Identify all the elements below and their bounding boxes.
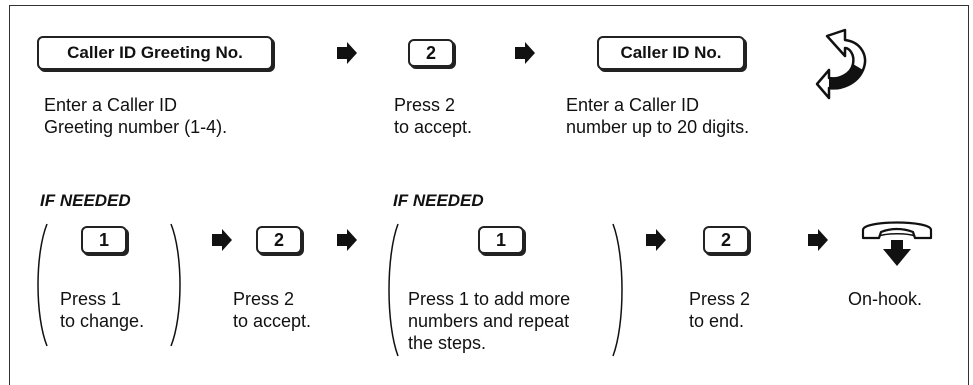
press-1-add-more-description: Press 1 to add more numbers and repeat t…	[408, 289, 571, 353]
on-hook-description: On-hook.	[848, 289, 923, 309]
press-2-key: 2	[703, 226, 749, 254]
on-hook-handset-icon	[861, 221, 933, 266]
press-2-key: 2	[408, 39, 454, 67]
right-parenthesis	[612, 223, 623, 357]
press-2-accept-description: Press 2 to accept.	[394, 95, 473, 137]
right-arrow-icon	[337, 229, 357, 251]
left-parenthesis	[37, 223, 48, 347]
press-1-change-description: Press 1 to change.	[60, 289, 145, 331]
greeting-description: Enter a Caller ID Greeting number (1-4).	[44, 95, 228, 137]
if-needed-label: IF NEEDED	[393, 191, 484, 210]
curved-return-arrow-icon	[815, 28, 867, 100]
press-2-key: 2	[256, 226, 302, 254]
diagram-frame	[9, 5, 969, 385]
caller-id-number-description: Enter a Caller ID number up to 20 digits…	[566, 95, 750, 137]
right-arrow-icon	[212, 229, 232, 251]
left-parenthesis	[388, 223, 399, 357]
press-1-key: 1	[81, 226, 127, 254]
caller-id-greeting-key: Caller ID Greeting No.	[37, 36, 273, 70]
press-2-end-description: Press 2 to end.	[689, 289, 751, 331]
if-needed-label: IF NEEDED	[40, 191, 131, 210]
right-arrow-icon	[515, 42, 535, 64]
right-parenthesis	[170, 223, 181, 347]
right-arrow-icon	[337, 42, 357, 64]
right-arrow-icon	[808, 229, 828, 251]
caller-id-no-key: Caller ID No.	[597, 36, 745, 70]
press-1-key: 1	[478, 226, 524, 254]
press-2-accept-description: Press 2 to accept.	[233, 289, 312, 331]
right-arrow-icon	[646, 229, 666, 251]
